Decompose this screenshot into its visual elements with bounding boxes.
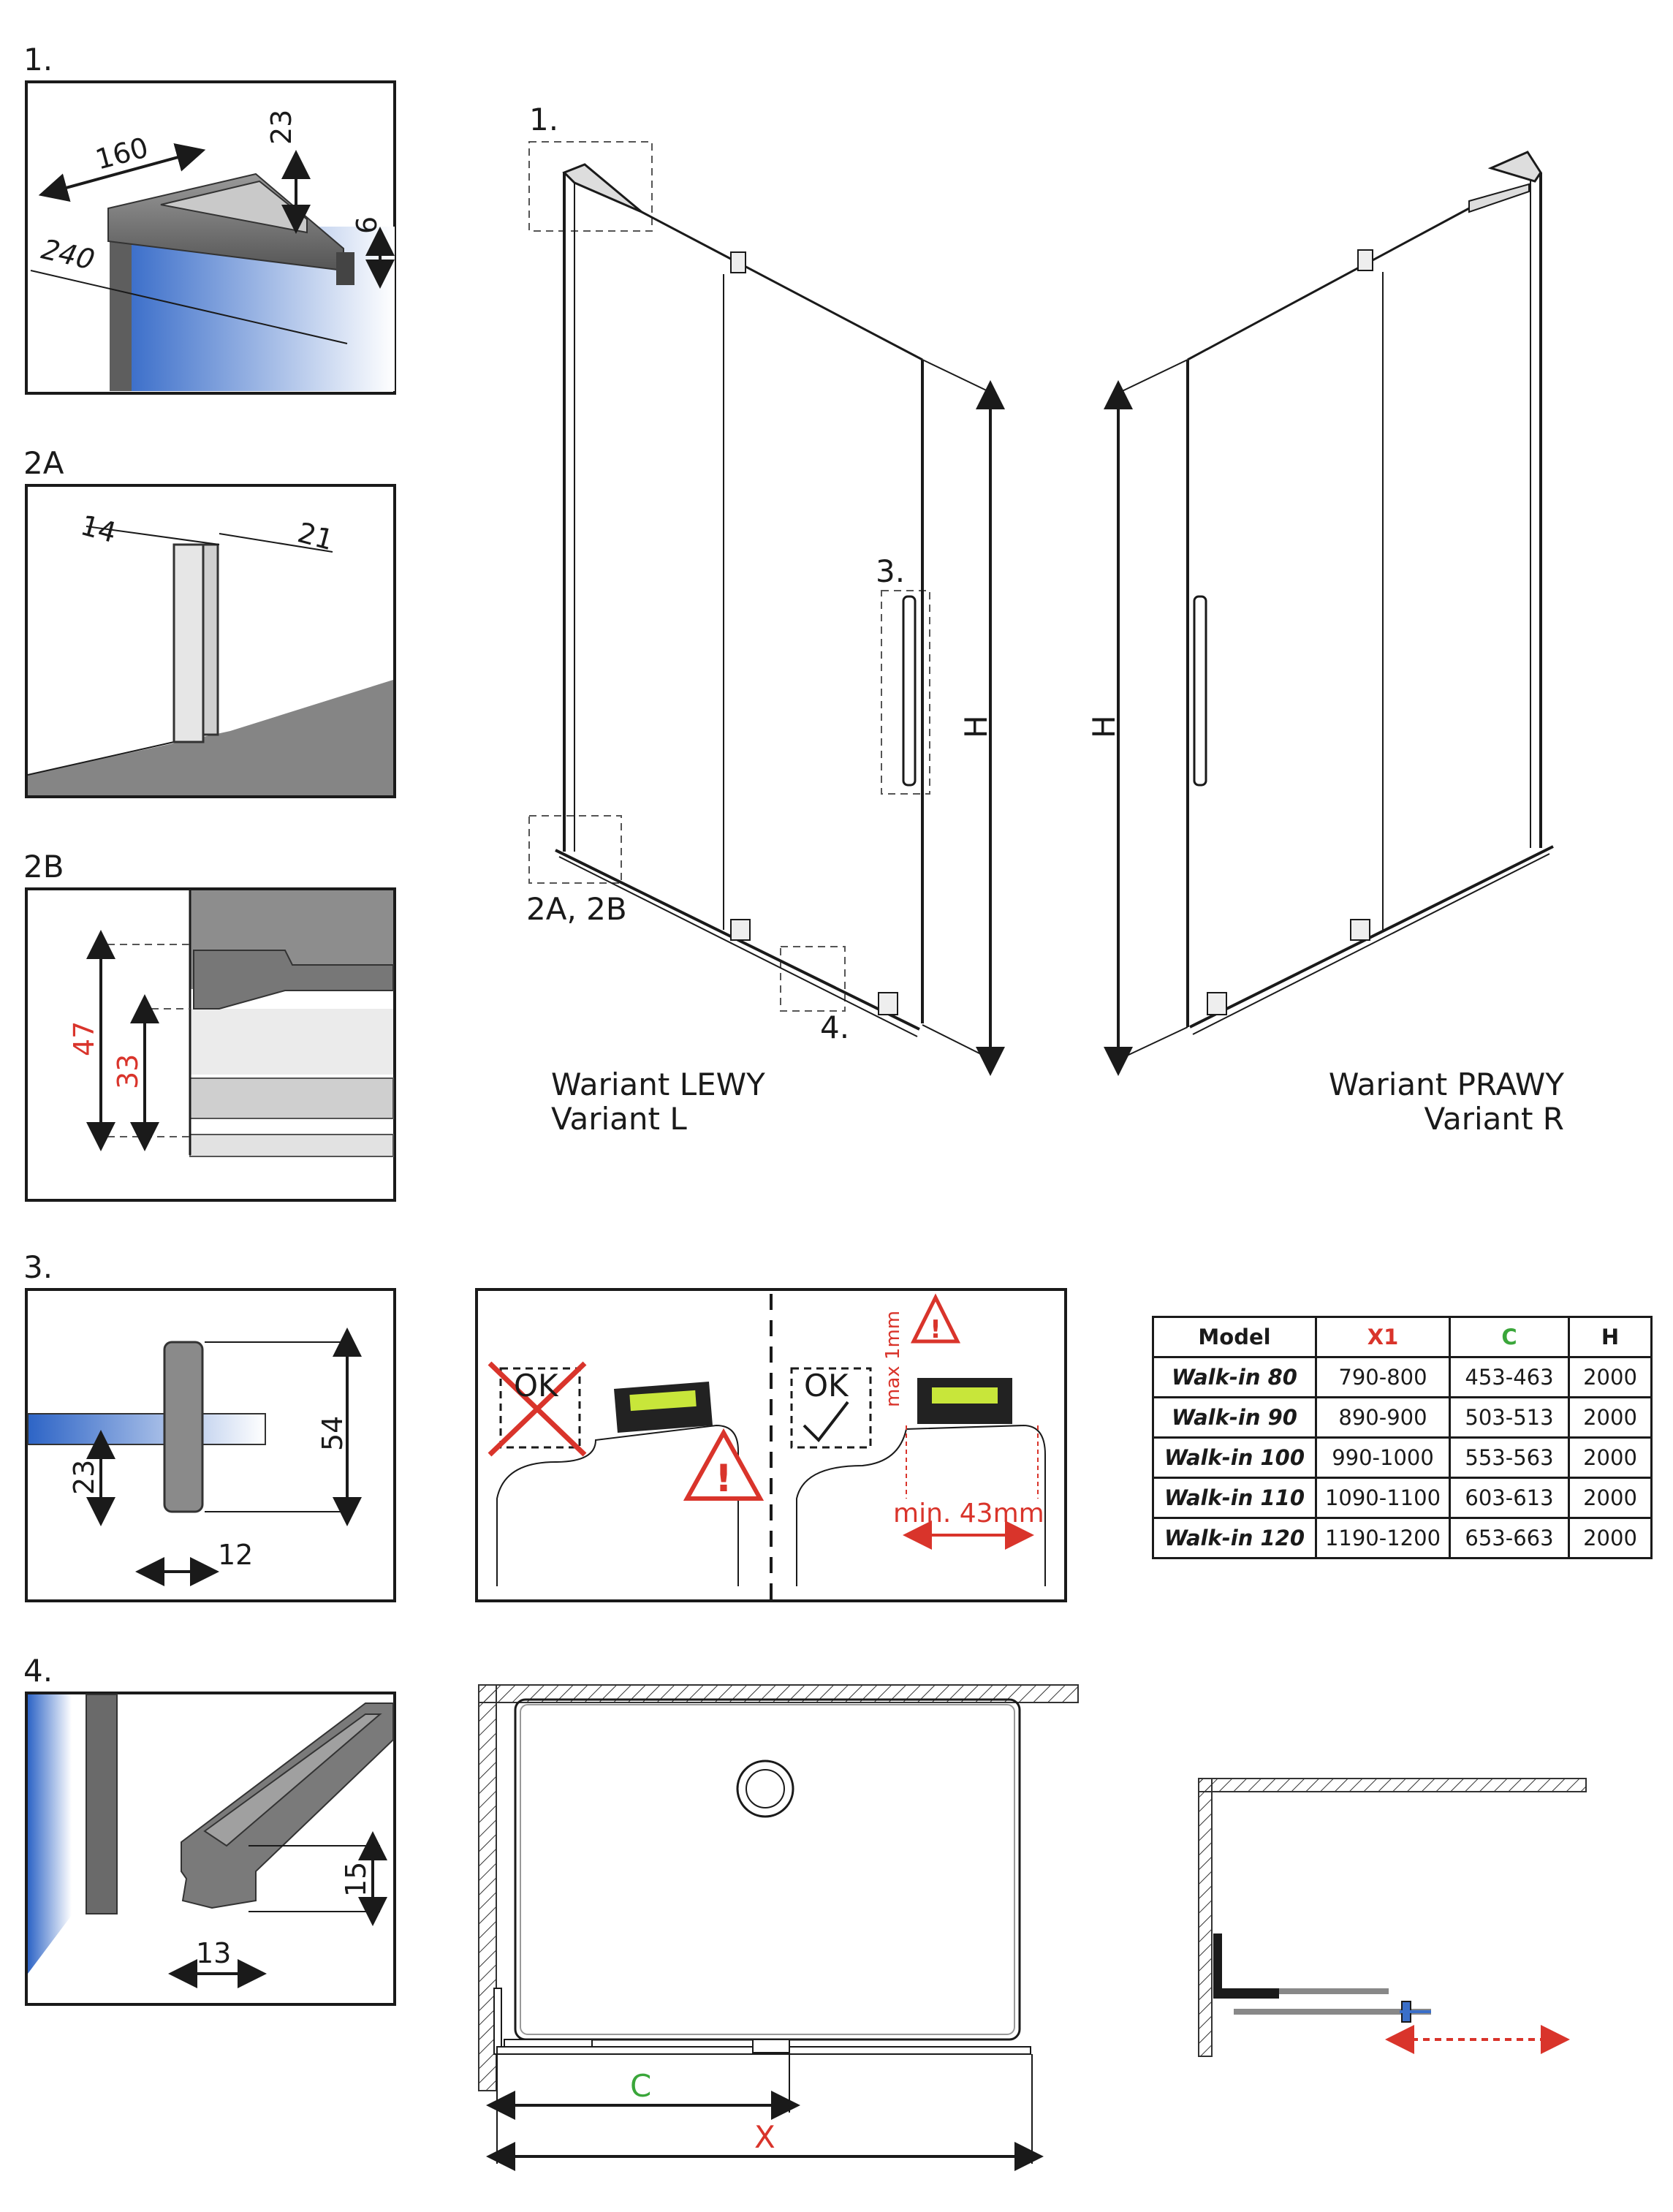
dim-14-line	[86, 526, 220, 545]
dim-54: 54	[316, 1416, 349, 1451]
cell-h: 2000	[1568, 1356, 1653, 1398]
table-row: Walk-in 80 790-800 453-463 2000	[1152, 1356, 1653, 1398]
dim-47: 47	[68, 1021, 100, 1056]
callout-box-3	[881, 590, 930, 795]
right-enclosure	[1104, 151, 1554, 1076]
corner-detail	[1198, 1778, 1587, 2057]
dim-21-line	[219, 533, 333, 553]
table-row: Walk-in 100 990-1000 553-563 2000	[1152, 1436, 1653, 1479]
ok-label-crossed: OK	[514, 1368, 559, 1404]
dim-x: X	[754, 2119, 775, 2155]
min-43mm-label: min. 43mm	[893, 1499, 1044, 1529]
dim-160-line	[38, 143, 206, 202]
dim-23-bottom: 23	[68, 1460, 100, 1495]
cell-c: 653-663	[1449, 1517, 1570, 1559]
callout-box-4	[780, 946, 846, 1012]
table-row: Walk-in 120 1190-1200 653-663 2000	[1152, 1517, 1653, 1559]
variant-right-pl: Wariant PRAWY	[1329, 1067, 1564, 1102]
cell-h: 2000	[1568, 1396, 1653, 1439]
ok-label: OK	[804, 1368, 849, 1404]
panel-2b-detail	[189, 890, 394, 1157]
cell-model: Walk-in 90	[1152, 1396, 1317, 1439]
cell-x1: 890-900	[1315, 1396, 1451, 1439]
cell-x1: 990-1000	[1315, 1436, 1451, 1479]
svg-text:!: !	[930, 1315, 941, 1344]
callout-box-1	[528, 141, 653, 232]
callout-1: 1.	[529, 102, 558, 137]
max-1mm-label: max 1mm	[882, 1311, 904, 1407]
cell-c: 553-563	[1449, 1436, 1570, 1479]
model-dimension-table: Model X1 C H Walk-in 80 790-800 453-463 …	[1152, 1316, 1653, 1559]
dim-33: 33	[112, 1054, 144, 1089]
height-label-right: H	[1086, 715, 1122, 738]
panel-4-detail	[28, 1694, 394, 1974]
panel-1-detail	[107, 173, 395, 391]
cell-h: 2000	[1568, 1436, 1653, 1479]
cell-model: Walk-in 80	[1152, 1356, 1317, 1398]
callout-4: 4.	[820, 1010, 849, 1045]
left-enclosure	[528, 141, 1005, 1076]
cell-c: 453-463	[1449, 1356, 1570, 1398]
header-h: H	[1568, 1316, 1653, 1358]
leveling-wrong: !	[488, 1361, 765, 1586]
dim-240-line	[30, 270, 348, 344]
panel-2b-label: 2B	[23, 849, 64, 885]
panel-3-label: 3.	[23, 1249, 53, 1285]
cell-model: Walk-in 110	[1152, 1477, 1317, 1519]
height-label-left: H	[958, 715, 994, 738]
panel-2a-label: 2A	[23, 445, 64, 481]
dim-23-top: 23	[265, 110, 297, 145]
check-icon	[803, 1401, 849, 1443]
cell-model: Walk-in 120	[1152, 1517, 1317, 1559]
cell-c: 503-513	[1449, 1396, 1570, 1439]
cell-x1: 790-800	[1315, 1356, 1451, 1398]
panel-3-detail	[27, 1341, 266, 1513]
drain-icon	[736, 1760, 794, 1818]
warning-icon	[683, 1428, 765, 1501]
table-row: Walk-in 90 890-900 503-513 2000	[1152, 1396, 1653, 1439]
warning-icon-small	[910, 1293, 961, 1344]
leveling-correct: !	[790, 1293, 1046, 1586]
dim-c: C	[630, 2068, 651, 2104]
dim-6: 6	[351, 216, 383, 234]
header-x1: X1	[1315, 1316, 1451, 1358]
top-view-plan	[478, 1684, 1079, 2171]
callout-2a-2b: 2A, 2B	[526, 891, 627, 927]
cell-h: 2000	[1568, 1477, 1653, 1519]
callout-box-2	[528, 815, 622, 884]
cell-c: 603-613	[1449, 1477, 1570, 1519]
variant-right-en: Variant R	[1424, 1101, 1564, 1137]
panel-4-label: 4.	[23, 1653, 53, 1689]
variant-left-pl: Wariant LEWY	[551, 1067, 765, 1102]
callout-3: 3.	[876, 553, 905, 589]
header-c: C	[1449, 1316, 1570, 1358]
header-model: Model	[1152, 1316, 1317, 1358]
svg-text:!: !	[715, 1457, 732, 1501]
panel-2a-detail	[27, 543, 393, 795]
cell-x1: 1190-1200	[1315, 1517, 1451, 1559]
panel-1-label: 1.	[23, 42, 53, 77]
table-row: Walk-in 110 1090-1100 603-613 2000	[1152, 1477, 1653, 1519]
cell-h: 2000	[1568, 1517, 1653, 1559]
cell-model: Walk-in 100	[1152, 1436, 1317, 1479]
dim-15: 15	[340, 1862, 372, 1897]
variant-left-en: Variant L	[551, 1101, 687, 1137]
dim-12: 12	[218, 1539, 253, 1571]
cell-x1: 1090-1100	[1315, 1477, 1451, 1519]
dim-13: 13	[196, 1937, 231, 1969]
